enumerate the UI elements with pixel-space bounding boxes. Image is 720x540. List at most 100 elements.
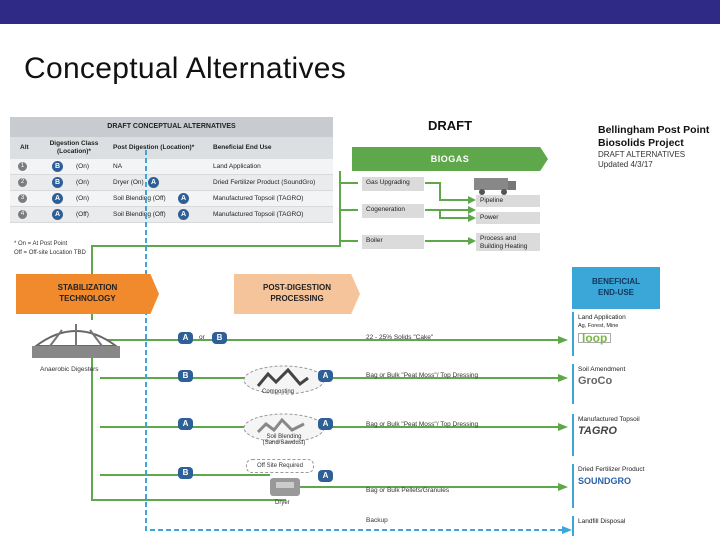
class-badge: B xyxy=(52,161,63,172)
end-use-label: Dried Fertilizer Product xyxy=(578,466,645,473)
alternatives-table: DRAFT CONCEPTUAL ALTERNATIVES Alt Digest… xyxy=(10,117,333,223)
process-heating-box: Process and Building Heating xyxy=(476,233,540,251)
project-name-line1: Bellingham Post Point xyxy=(598,124,710,136)
header-alt: Alt xyxy=(20,144,29,151)
post-digestion: NA xyxy=(113,163,123,170)
table-footnote: * On = At Post Point Off = Off-site Loca… xyxy=(14,240,86,258)
alt-number: 3 xyxy=(18,194,27,203)
footnote-on: * On = At Post Point xyxy=(14,241,68,247)
table-title: DRAFT CONCEPTUAL ALTERNATIVES xyxy=(10,117,333,137)
offsite-required-label: Off Site Required xyxy=(246,459,314,473)
digester-icon xyxy=(32,324,120,358)
backup-line xyxy=(145,150,566,531)
end-use-land-application: Land Application Ag, Forest, Mine loop xyxy=(572,312,660,356)
power-box: Power xyxy=(476,212,540,224)
table-header-row: Alt Digestion Class (Location)* Post Dig… xyxy=(10,137,333,159)
class-badge: A xyxy=(52,209,63,220)
beneficial-line2: END-USE xyxy=(597,288,634,297)
draft-label: DRAFT xyxy=(428,118,473,133)
biogas-banner: BIOGAS xyxy=(352,147,548,171)
backup-label: Backup xyxy=(366,517,388,524)
location: (On) xyxy=(76,163,89,170)
end-use-manufactured-topsoil: Manufactured Topsoil TAGRO xyxy=(572,414,660,456)
post-class-badge: A xyxy=(148,177,159,188)
location: (On) xyxy=(76,195,89,202)
end-use-label: Soil Amendment xyxy=(578,366,626,373)
flow-text-compost: Bag or Bulk "Peat Moss"/ Top Dressing xyxy=(366,372,479,379)
flow-text-pellets: Bag or Bulk Pellets/Granules xyxy=(366,487,450,494)
header-post-digestion: Post Digestion (Location)* xyxy=(113,144,195,151)
digester-label: Anaerobic Digesters xyxy=(40,366,99,373)
alt-number: 1 xyxy=(18,162,27,171)
class-badge: A xyxy=(318,418,333,430)
loop-logo: loop xyxy=(578,332,612,344)
class-badge: A xyxy=(178,332,193,344)
table-body: 1 B (On) NA Land Application 2 B (On) Dr… xyxy=(10,159,333,223)
cogeneration-box: Cogeneration xyxy=(362,204,424,218)
stabilization-line2: TECHNOLOGY xyxy=(59,294,116,303)
top-banner xyxy=(0,0,720,24)
end-use: Manufactured Topsoil (TAGRO) xyxy=(213,195,304,202)
location: (Off) xyxy=(76,211,89,218)
pipeline-box: Pipeline xyxy=(476,195,540,207)
post-digestion: Soil Blending (Off) xyxy=(113,211,166,218)
groco-logo: GroCo xyxy=(578,375,613,387)
post-digestion-line2: PROCESSING xyxy=(270,294,324,303)
beneficial-header: BENEFICIAL END-USE xyxy=(572,267,660,309)
soil-blending-label: Soil Blending (Sand/Sawdust) xyxy=(262,434,306,446)
class-badge: A xyxy=(52,193,63,204)
stabilization-header: STABILIZATION TECHNOLOGY xyxy=(16,274,159,314)
class-badge: A xyxy=(318,470,333,482)
end-use: Land Application xyxy=(213,163,261,170)
end-use-label: Manufactured Topsoil xyxy=(578,416,640,423)
truck-icon xyxy=(474,178,516,195)
post-class-badge: A xyxy=(178,193,189,204)
project-info: Bellingham Post Point Biosolids Project … xyxy=(598,124,709,170)
project-date: Updated 4/3/17 xyxy=(598,160,653,169)
end-use-landfill: Landfill Disposal xyxy=(572,516,660,536)
class-badge: B xyxy=(178,467,193,479)
post-digestion: Dryer (On) xyxy=(113,179,144,186)
end-use-soil-amendment: Soil Amendment GroCo xyxy=(572,364,660,404)
flow-text-cake: 22 - 25% Solids "Cake" xyxy=(366,334,434,341)
class-badge: B xyxy=(178,370,193,382)
beneficial-line1: BENEFICIAL xyxy=(592,277,640,286)
project-name-line2: Biosolids Project xyxy=(598,137,684,149)
location: (On) xyxy=(76,179,89,186)
or-label: or xyxy=(199,334,205,341)
page-title: Conceptual Alternatives xyxy=(24,52,347,85)
post-digestion-line1: POST-DIGESTION xyxy=(262,283,331,292)
class-badge: A xyxy=(178,418,193,430)
alt-number: 2 xyxy=(18,178,27,187)
class-badge: B xyxy=(52,177,63,188)
composting-label: Composting xyxy=(262,389,295,395)
dryer-icon xyxy=(270,478,300,496)
soundgro-logo: SOUNDGRO xyxy=(578,476,632,486)
end-use: Manufactured Topsoil (TAGRO) xyxy=(213,211,304,218)
stabilization-line1: STABILIZATION xyxy=(57,283,118,292)
end-use-label: Landfill Disposal xyxy=(578,518,626,525)
table-row: 3 A (On) Soil Blending (Off) A Manufactu… xyxy=(10,191,333,207)
post-digestion: Soil Blending (Off) xyxy=(113,195,166,202)
table-row: 1 B (On) NA Land Application xyxy=(10,159,333,175)
project-subtitle: DRAFT ALTERNATIVES xyxy=(598,150,686,159)
table-row: 2 B (On) Dryer (On) A Dried Fertilizer P… xyxy=(10,175,333,191)
alt-number: 4 xyxy=(18,210,27,219)
class-badge: A xyxy=(318,370,333,382)
end-use-dried-fertilizer: Dried Fertilizer Product SOUNDGRO xyxy=(572,464,660,508)
end-use-sublabel: Ag, Forest, Mine xyxy=(578,323,619,329)
post-digestion-header: POST-DIGESTION PROCESSING xyxy=(234,274,360,314)
boiler-box: Boiler xyxy=(362,235,424,249)
post-class-badge: A xyxy=(178,209,189,220)
end-use-label: Land Application xyxy=(578,314,626,321)
header-digestion-class: Digestion Class (Location)* xyxy=(49,140,99,155)
dryer-label: Dryer xyxy=(275,500,290,506)
tagro-logo: TAGRO xyxy=(578,425,617,437)
header-end-use: Beneficial End Use xyxy=(213,144,272,151)
gas-upgrading-box: Gas Upgrading xyxy=(362,177,424,191)
flow-text-soil: Bag or Bulk "Peat Moss"/ Top Dressing xyxy=(366,421,479,428)
end-use: Dried Fertilizer Product (SoundGro) xyxy=(213,179,316,186)
table-row: 4 A (Off) Soil Blending (Off) A Manufact… xyxy=(10,207,333,223)
class-badge: B xyxy=(212,332,227,344)
footnote-off: Off = Off-site Location TBD xyxy=(14,250,86,256)
